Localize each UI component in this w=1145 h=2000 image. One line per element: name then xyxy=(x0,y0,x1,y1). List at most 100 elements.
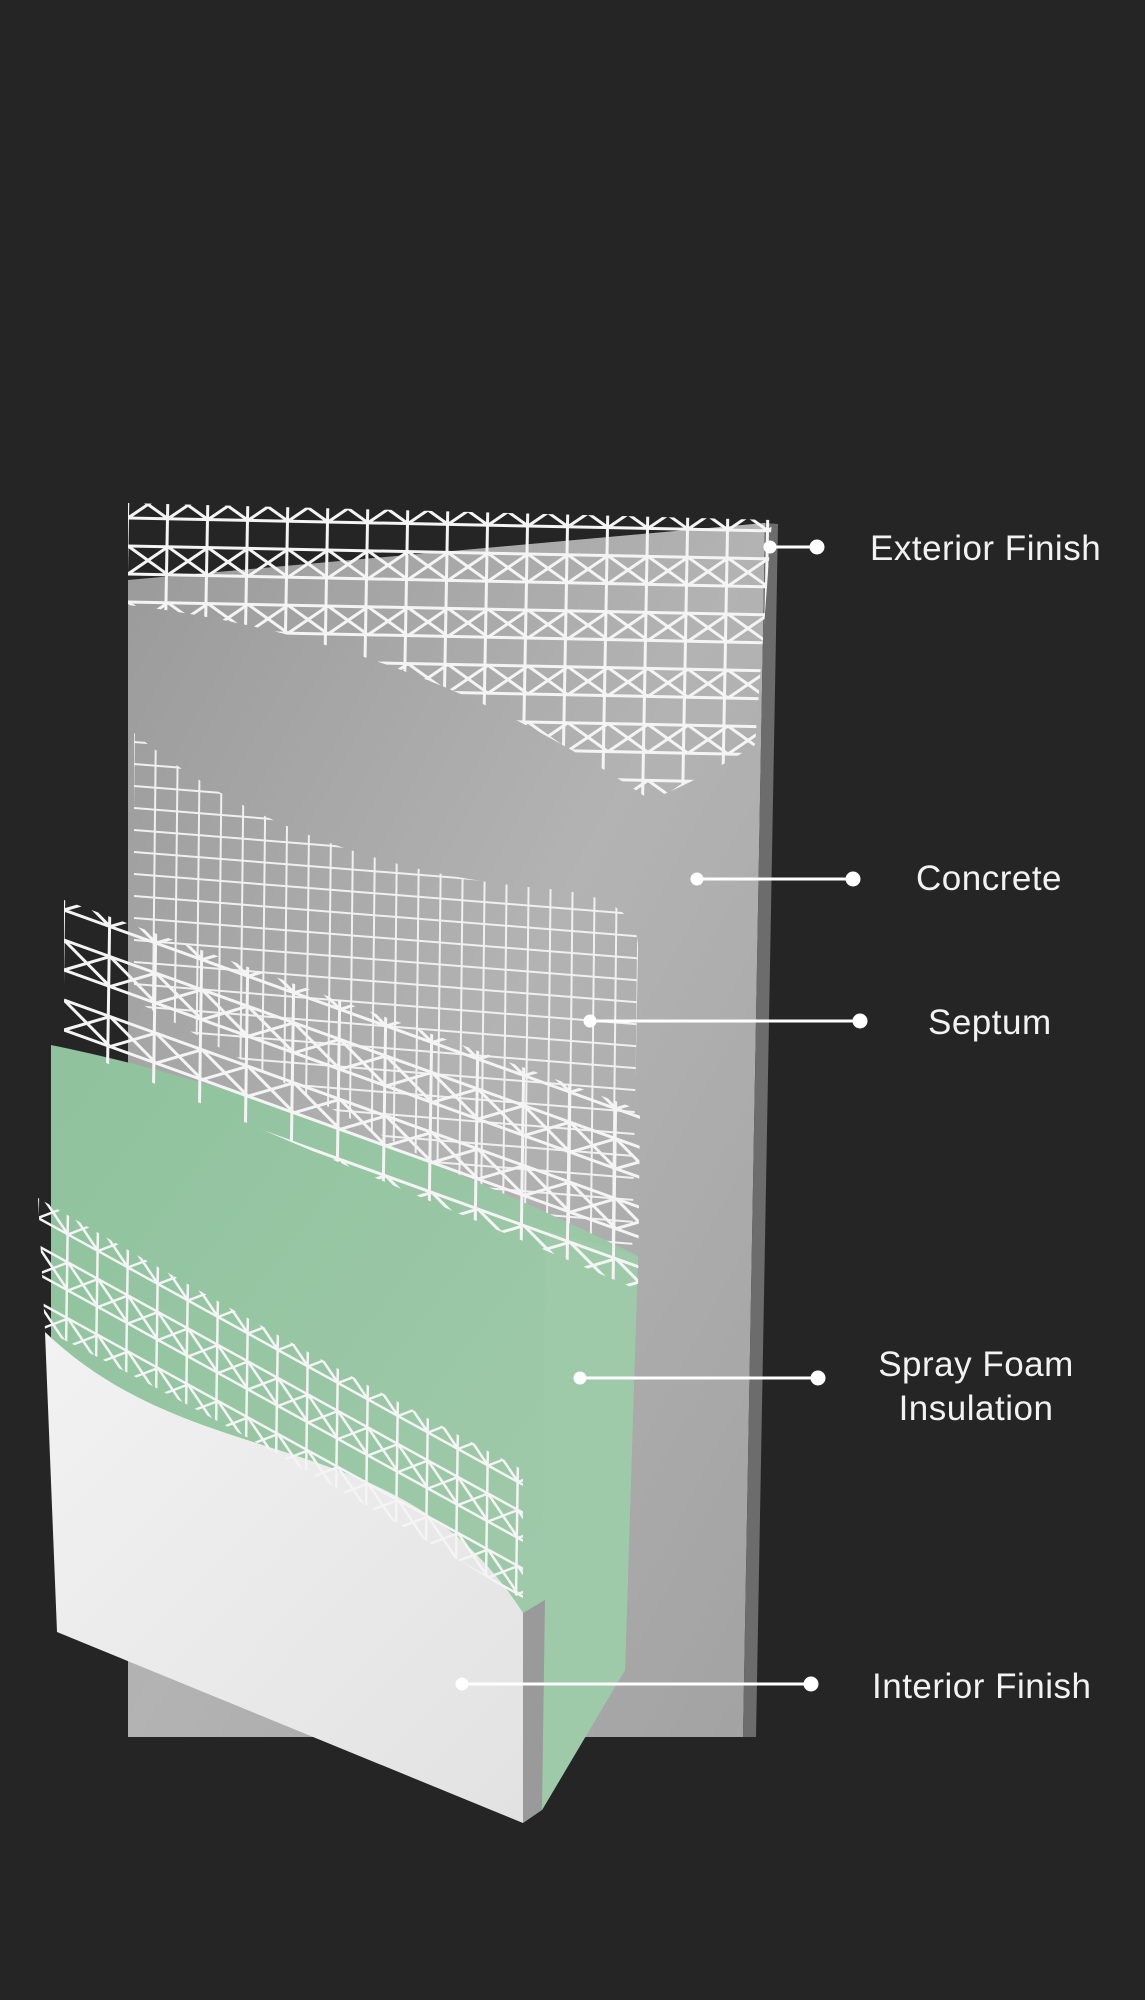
mesh-diagonal-brace xyxy=(38,1261,69,1276)
mesh-diagonal-brace xyxy=(687,724,729,755)
mesh-diagonal-brace xyxy=(567,722,609,753)
mesh-horizontal-bar xyxy=(38,1216,523,1490)
mesh-diagonal-brace xyxy=(338,1764,368,1776)
mesh-vertical-bar xyxy=(38,1198,40,1600)
mesh-diagonal-brace xyxy=(458,1813,488,1858)
mesh-diagonal-brace xyxy=(431,1147,479,1164)
mesh-diagonal-brace xyxy=(607,611,649,641)
mesh-diagonal-brace xyxy=(64,955,111,972)
mesh-diagonal-brace xyxy=(187,1343,219,1358)
mesh-diagonal-brace xyxy=(293,1097,341,1115)
mesh-diagonal-brace xyxy=(487,552,529,583)
mesh-horizontal-bar xyxy=(134,939,639,982)
mesh-horizontal-bar xyxy=(38,1244,523,1518)
mesh-diagonal-brace xyxy=(427,1531,459,1546)
mesh-horizontal-bar xyxy=(64,998,640,1213)
spray-foam-edge xyxy=(542,1230,638,1810)
mesh-vertical-bar xyxy=(510,1453,520,1600)
mesh-diagonal-brace xyxy=(64,1015,111,1032)
mesh-horizontal-bar xyxy=(134,983,639,1026)
mesh-horizontal-bar xyxy=(64,908,640,1123)
mesh-diagonal-brace xyxy=(217,1360,249,1375)
mesh-diagonal-brace xyxy=(367,550,409,581)
mesh-diagonal-brace xyxy=(607,723,649,753)
label-septum: Septum xyxy=(928,1003,1052,1042)
mesh-diagonal-brace xyxy=(277,1393,309,1408)
mesh-horizontal-bar xyxy=(134,895,639,938)
mesh-diagonal-brace xyxy=(687,612,729,643)
mesh-diagonal-brace xyxy=(487,1564,519,1579)
mesh-horizontal-bar xyxy=(134,917,639,960)
leader-dot-septum xyxy=(583,1014,597,1028)
mesh-diagonal-brace xyxy=(523,1120,571,1138)
leader-dot-interior-finish xyxy=(455,1677,469,1691)
mesh-diagonal-brace xyxy=(567,610,609,641)
mesh-diagonal-brace xyxy=(569,1197,617,1214)
mesh-diagonal-brace xyxy=(109,1031,157,1048)
mesh-diagonal-brace xyxy=(567,666,609,697)
mesh-horizontal-bar xyxy=(128,572,772,589)
mesh-diagonal-brace xyxy=(569,1137,617,1154)
mesh-diagonal-brace xyxy=(128,545,169,576)
mesh-diagonal-brace xyxy=(367,1442,399,1457)
mesh-vertical-bar xyxy=(480,1437,490,1600)
mesh-diagonal-brace xyxy=(127,1310,159,1325)
label-interior-finish: Interior Finish xyxy=(872,1667,1092,1706)
mesh-diagonal-brace xyxy=(447,663,489,694)
mesh-diagonal-brace xyxy=(457,1492,489,1507)
mesh-diagonal-brace xyxy=(518,1846,548,1891)
mesh-diagonal-brace xyxy=(607,667,649,697)
mesh-diagonal-brace xyxy=(293,1037,341,1055)
leader-dot-spray-foam-end xyxy=(810,1370,826,1386)
interior-finish-layer xyxy=(45,1332,523,1823)
leader-dot-septum-end xyxy=(852,1013,868,1029)
mesh-diagonal-brace xyxy=(487,664,529,695)
mesh-diagonal-brace xyxy=(167,546,209,577)
mesh-diagonal-brace xyxy=(487,1508,519,1523)
mesh-diagonal-brace xyxy=(157,1327,189,1342)
mesh-horizontal-bar xyxy=(64,938,640,1153)
mesh-diagonal-brace xyxy=(167,503,209,521)
mesh-diagonal-brace xyxy=(247,503,289,522)
mesh-diagonal-brace xyxy=(247,1081,295,1098)
mesh-horizontal-bar xyxy=(128,544,772,561)
mesh-diagonal-brace xyxy=(458,1830,488,1842)
mesh-diagonal-brace xyxy=(687,556,729,587)
leader-dot-concrete-end xyxy=(845,871,861,887)
mesh-diagonal-brace xyxy=(327,605,369,636)
mesh-diagonal-brace xyxy=(477,1104,525,1121)
mesh-diagonal-brace xyxy=(428,1797,458,1842)
leader-dot-exterior-finish xyxy=(763,540,777,554)
mesh-diagonal-brace xyxy=(64,900,111,912)
mesh-diagonal-brace xyxy=(339,1114,387,1131)
mesh-diagonal-brace xyxy=(307,1409,339,1424)
mesh-diagonal-brace xyxy=(407,551,449,581)
leader-dot-spray-foam xyxy=(573,1371,587,1385)
mesh-vertical-bar xyxy=(450,1420,460,1600)
mesh-diagonal-brace xyxy=(457,1548,489,1563)
mesh-vertical-bar xyxy=(420,1404,430,1600)
mesh-horizontal-bar xyxy=(38,1300,523,1574)
mesh-diagonal-brace xyxy=(527,609,569,640)
mesh-diagonal-brace xyxy=(109,971,157,988)
mesh-diagonal-brace xyxy=(477,1164,525,1181)
mesh-diagonal-brace xyxy=(567,554,609,585)
mesh-diagonal-brace xyxy=(155,1048,203,1065)
mesh-vertical-bar xyxy=(390,1387,400,1600)
mesh-horizontal-bar xyxy=(134,873,639,916)
concrete-edge xyxy=(743,523,778,1737)
mesh-diagonal-brace xyxy=(128,503,169,520)
mesh-diagonal-brace xyxy=(247,1021,295,1038)
mesh-diagonal-brace xyxy=(615,1153,640,1171)
mesh-diagonal-brace xyxy=(447,551,489,582)
mesh-diagonal-brace xyxy=(647,667,689,698)
mesh-diagonal-brace xyxy=(207,547,249,577)
mesh-diagonal-brace xyxy=(523,1180,571,1198)
mesh-diagonal-brace xyxy=(647,555,689,586)
mesh-diagonal-brace xyxy=(488,1830,518,1875)
mesh-diagonal-brace xyxy=(767,782,772,800)
leader-dot-interior-finish-end xyxy=(803,1676,819,1692)
mesh-diagonal-brace xyxy=(488,1846,518,1858)
